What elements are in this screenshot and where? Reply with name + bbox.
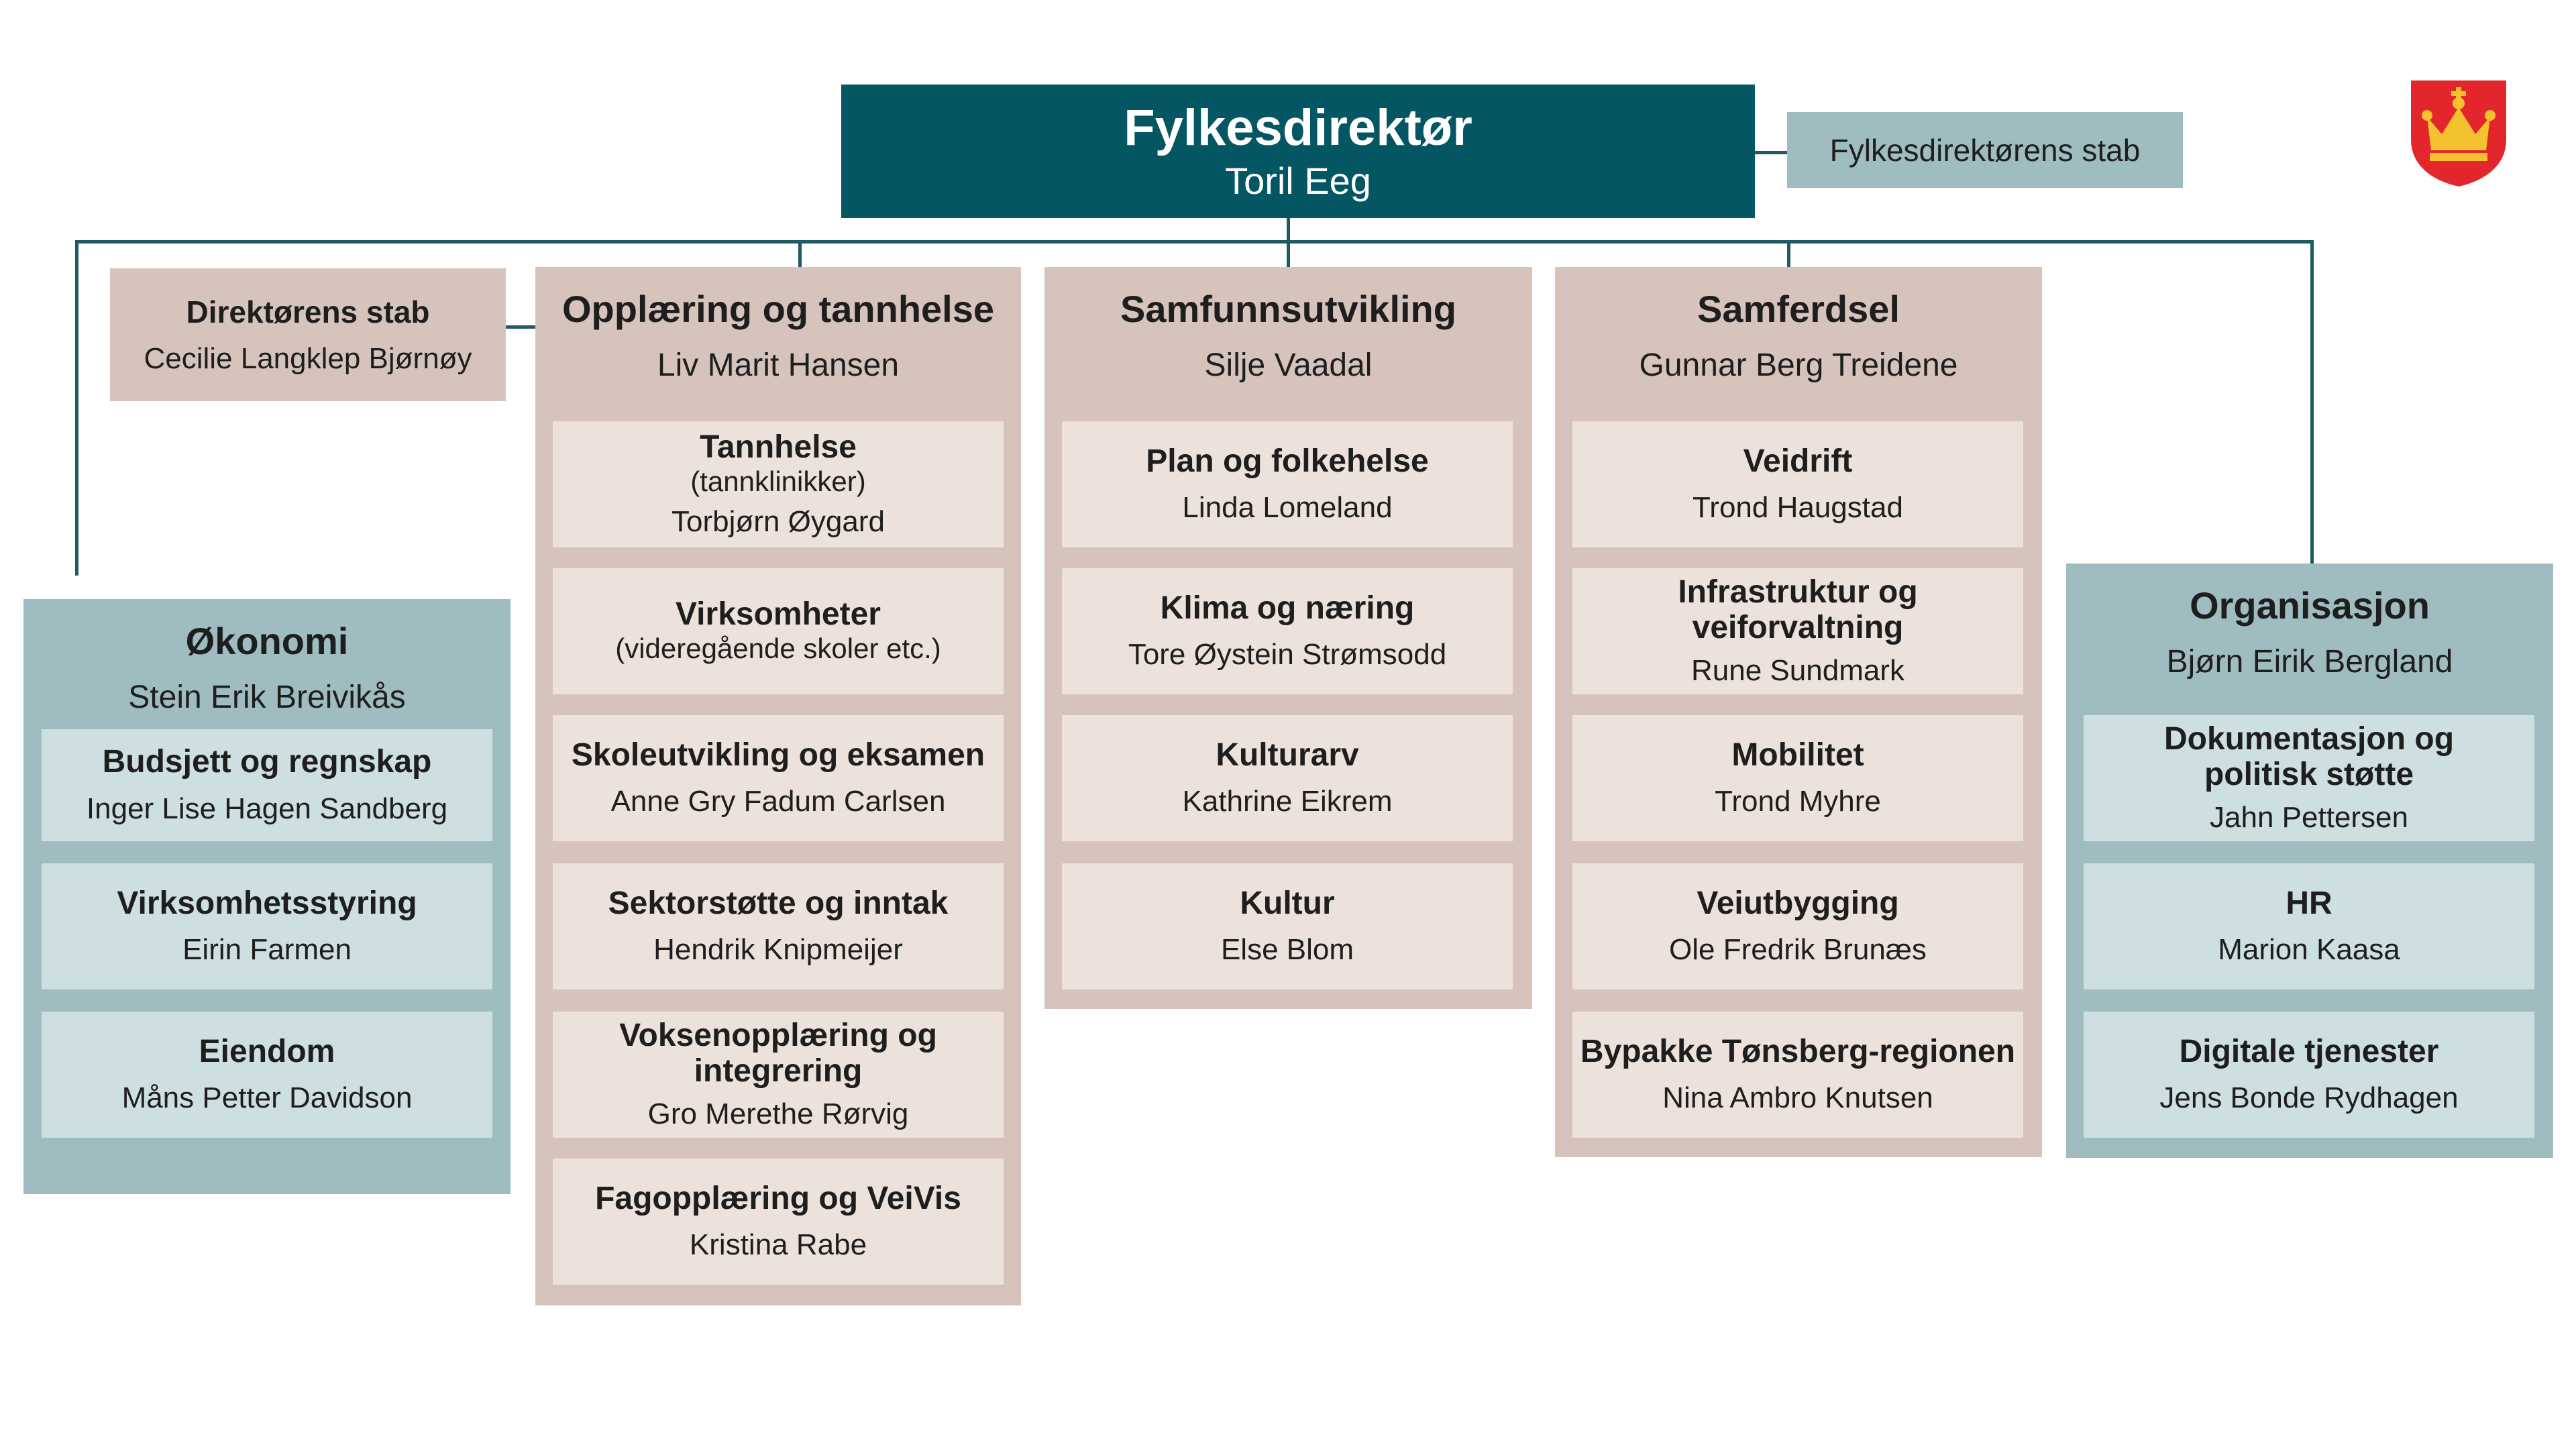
unit-title: Klima og næring (1160, 590, 1415, 626)
opplaering-name: Liv Marit Hansen (657, 347, 900, 383)
unit-title: Bypakke Tønsberg-regionen (1580, 1033, 2016, 1069)
fylkesdirektor-box: Fylkesdirektør Toril Eeg (841, 85, 1755, 218)
connector-top-to-stab (1754, 151, 1788, 154)
county-coat-of-arms-icon (2411, 80, 2506, 186)
unit-leader: Eirin Farmen (182, 933, 352, 967)
okonomi-unit-budsjett: Budsjett og regnskap Inger Lise Hagen Sa… (42, 729, 492, 841)
opplaering-unit-tannhelse: Tannhelse (tannklinikker) Torbjørn Øygar… (553, 421, 1004, 547)
samfunn-unit-klima: Klima og næring Tore Øystein Strømsodd (1062, 568, 1513, 694)
samfunn-unit-kulturarv: Kulturarv Kathrine Eikrem (1062, 715, 1513, 841)
fylkesdirektorens-stab-label: Fylkesdirektørens stab (1829, 132, 2141, 168)
samfunn-unit-plan: Plan og folkehelse Linda Lomeland (1062, 421, 1513, 547)
unit-leader: Trond Haugstad (1693, 491, 1903, 525)
unit-leader: Inger Lise Hagen Sandberg (86, 792, 448, 825)
opplaering-title: Opplæring og tannhelse (561, 288, 995, 330)
unit-title: Eiendom (199, 1033, 335, 1069)
opplaering-unit-skoleutvikling: Skoleutvikling og eksamen Anne Gry Fadum… (553, 715, 1004, 841)
samferdsel-unit-veidrift: Veidrift Trond Haugstad (1572, 421, 2023, 547)
samferdsel-unit-infrastruktur: Infrastruktur og veiforvaltning Rune Sun… (1572, 568, 2023, 694)
fylkesdirektor-name: Toril Eeg (1225, 160, 1371, 203)
connector-direktorens-stab (504, 325, 537, 329)
unit-leader: Gro Merethe Rørvig (647, 1097, 909, 1130)
opplaering-unit-virksomheter: Virksomheter (videregående skoler etc.) (553, 568, 1004, 694)
organisasjon-name: Bjørn Eirik Bergland (2166, 644, 2453, 680)
samferdsel-column (1555, 267, 2042, 1157)
organisasjon-unit-dokumentasjon: Dokumentasjon og politisk støtte Jahn Pe… (2084, 715, 2534, 841)
fylkesdirektor-title: Fylkesdirektør (1124, 99, 1472, 156)
samfunn-name: Silje Vaadal (1204, 347, 1373, 383)
unit-note: (videregående skoler etc.) (615, 633, 941, 665)
organisasjon-unit-digitale: Digitale tjenester Jens Bonde Rydhagen (2084, 1012, 2534, 1138)
opplaering-unit-sektorstotte: Sektorstøtte og inntak Hendrik Knipmeije… (553, 863, 1004, 989)
unit-title: Kultur (1240, 885, 1335, 921)
unit-leader: Hendrik Knipmeijer (653, 933, 903, 967)
unit-leader: Jahn Pettersen (2210, 800, 2408, 834)
unit-leader: Torbjørn Øygard (672, 504, 885, 538)
connector-organisasjon (2310, 240, 2314, 564)
unit-leader: Else Blom (1220, 933, 1354, 967)
unit-leader: Ole Fredrik Brunæs (1669, 933, 1927, 967)
okonomi-title: Økonomi (185, 620, 349, 662)
unit-title: Virksomheter (676, 596, 881, 633)
fylkesdirektorens-stab-box: Fylkesdirektørens stab (1787, 112, 2183, 188)
samferdsel-unit-mobilitet: Mobilitet Trond Myhre (1572, 715, 2023, 841)
unit-leader: Kristina Rabe (689, 1228, 867, 1262)
samfunn-unit-kultur: Kultur Else Blom (1062, 863, 1513, 989)
organisasjon-header: Organisasjon Bjørn Eirik Bergland (2066, 572, 2553, 692)
unit-leader: Måns Petter Davidson (121, 1081, 413, 1115)
unit-leader: Tore Øystein Strømsodd (1128, 638, 1447, 672)
opplaering-unit-voksenopplaering: Voksenopplæring og integrering Gro Meret… (553, 1012, 1004, 1138)
connector-horizontal-bar (75, 240, 2314, 244)
okonomi-name: Stein Erik Breivikås (128, 680, 406, 715)
samferdsel-title: Samferdsel (1697, 288, 1900, 330)
unit-title: Digitale tjenester (2179, 1033, 2439, 1069)
unit-title: HR (2286, 885, 2332, 921)
unit-leader: Jens Bonde Rydhagen (2159, 1081, 2459, 1115)
opplaering-unit-fagopplaering: Fagopplæring og VeiVis Kristina Rabe (553, 1159, 1004, 1285)
samferdsel-name: Gunnar Berg Treidene (1639, 347, 1958, 383)
unit-leader: Nina Ambro Knutsen (1662, 1081, 1933, 1115)
okonomi-unit-virksomhetsstyring: Virksomhetsstyring Eirin Farmen (42, 863, 492, 989)
unit-leader: Kathrine Eikrem (1182, 785, 1393, 818)
opplaering-header: Opplæring og tannhelse Liv Marit Hansen (535, 275, 1021, 396)
unit-title: Infrastruktur og veiforvaltning (1678, 574, 1918, 645)
unit-leader: Anne Gry Fadum Carlsen (610, 785, 946, 818)
connector-samferdsel (1787, 240, 1790, 267)
connector-top-drop (1287, 218, 1290, 241)
samferdsel-unit-bypakke: Bypakke Tønsberg-regionen Nina Ambro Knu… (1572, 1012, 2023, 1138)
unit-title: Voksenopplæring og integrering (619, 1018, 937, 1089)
unit-title: Mobilitet (1731, 737, 1864, 773)
connector-samfunn (1287, 240, 1290, 267)
samfunn-title: Samfunnsutvikling (1120, 288, 1456, 330)
unit-title: Tannhelse (700, 429, 857, 466)
direktorens-stab-title: Direktørens stab (186, 294, 430, 329)
connector-opplaering (798, 240, 802, 267)
unit-title: Virksomhetsstyring (117, 885, 417, 921)
samfunn-header: Samfunnsutvikling Silje Vaadal (1044, 275, 1532, 396)
organisasjon-title: Organisasjon (2190, 584, 2430, 627)
direktorens-stab-box: Direktørens stab Cecilie Langklep Bjørnø… (110, 268, 506, 401)
unit-leader: Trond Myhre (1715, 785, 1881, 818)
connector-okonomi (75, 240, 78, 576)
okonomi-unit-eiendom: Eiendom Måns Petter Davidson (42, 1012, 492, 1138)
direktorens-stab-name: Cecilie Langklep Bjørnøy (144, 342, 472, 375)
unit-title: Budsjett og regnskap (102, 744, 432, 780)
samferdsel-unit-veiutbygging: Veiutbygging Ole Fredrik Brunæs (1572, 863, 2023, 989)
unit-title: Sektorstøtte og inntak (608, 885, 949, 921)
unit-title: Skoleutvikling og eksamen (571, 737, 985, 773)
samferdsel-header: Samferdsel Gunnar Berg Treidene (1555, 275, 2042, 396)
okonomi-header: Økonomi Stein Erik Breivikås (23, 607, 511, 728)
unit-title: Veidrift (1743, 443, 1853, 479)
unit-title: Fagopplæring og VeiVis (595, 1180, 961, 1216)
unit-leader: Rune Sundmark (1691, 653, 1904, 687)
organisasjon-unit-hr: HR Marion Kaasa (2084, 863, 2534, 989)
unit-title: Veiutbygging (1697, 885, 1899, 921)
unit-title: Dokumentasjon og politisk støtte (2163, 721, 2455, 792)
unit-note: (tannklinikker) (690, 466, 866, 498)
unit-leader: Marion Kaasa (2218, 933, 2400, 967)
unit-title: Kulturarv (1216, 737, 1359, 773)
unit-title: Plan og folkehelse (1146, 443, 1429, 479)
unit-leader: Linda Lomeland (1182, 491, 1393, 525)
